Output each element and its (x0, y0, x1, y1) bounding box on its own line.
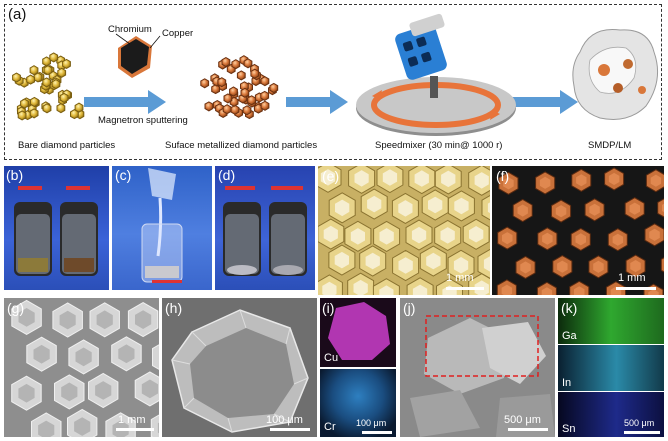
panel-f-label: (f) (496, 168, 510, 184)
panel-g-sem: 1 mm (4, 298, 159, 437)
panel-a-schematic (12, 13, 659, 136)
smdp-caption: SMDP/LM (588, 140, 632, 151)
single-particle (171, 309, 309, 433)
cr-label: Cr (324, 421, 336, 433)
arrow-1 (84, 90, 166, 114)
scalebar (624, 431, 660, 434)
bare-particle-pile (12, 52, 85, 121)
selection-box (425, 315, 539, 377)
ga-label: Ga (562, 330, 577, 342)
panel-i-cu-map: Cu (320, 298, 396, 367)
panel-e-micrograph: 1 mm (318, 166, 490, 295)
in-label: In (562, 377, 572, 389)
scalebar (116, 428, 154, 431)
sem-particles (11, 299, 159, 437)
scalebar (616, 287, 656, 290)
panel-a-frame (4, 4, 662, 160)
scale-label: 100 μm (266, 414, 303, 426)
panel-k-label: (k) (561, 300, 578, 316)
copper-particles (496, 167, 664, 295)
scalebar (508, 428, 548, 431)
scalebar (270, 428, 310, 431)
panel-h-label: (h) (165, 300, 183, 316)
panel-a-label: (a) (8, 6, 27, 23)
speedmixer-caption: Speedmixer (30 min@ 1000 r) (375, 140, 503, 151)
bare-particles-caption: Bare diamond particles (18, 140, 116, 151)
scalebar (446, 287, 484, 290)
chromium-label: Chromium (108, 24, 152, 35)
smdp-lm-illustration (572, 28, 659, 120)
scale-label: 1 mm (618, 272, 646, 284)
metallized-particles-caption: Suface metallized diamond particles (165, 140, 318, 151)
panel-j-sem: 500 μm (400, 298, 555, 437)
sn-label: Sn (562, 423, 576, 435)
coated-particle-icon (115, 33, 161, 78)
panel-i-label: (i) (322, 300, 335, 316)
scale-label: 1 mm (446, 272, 474, 284)
sputtering-label: Magnetron sputtering (98, 115, 188, 126)
panel-g-label: (g) (7, 300, 25, 316)
panel-d-label: (d) (218, 167, 236, 183)
copper-label: Copper (162, 28, 194, 39)
panel-k-in-map: In (558, 345, 664, 391)
cu-label: Cu (324, 352, 339, 364)
panel-f-micrograph: 1 mm (492, 166, 664, 295)
scale-label: 1 mm (118, 414, 146, 426)
panel-i-cr-map: Cr 100 μm (320, 369, 396, 437)
panel-k-ga-map: Ga (558, 298, 664, 344)
panel-c-photo (112, 166, 212, 290)
panel-c-label: (c) (115, 167, 132, 183)
panel-d-photo (215, 166, 315, 290)
arrow-3 (510, 90, 578, 114)
panel-h-sem: 100 μm (162, 298, 317, 437)
panel-b-label: (b) (6, 167, 24, 183)
scale-label: 100 μm (356, 418, 387, 428)
speedmixer-illustration (356, 13, 516, 136)
scale-label: 500 μm (624, 418, 655, 428)
scalebar (362, 431, 392, 434)
process-arrows (84, 90, 578, 114)
metallized-particle-pile (200, 55, 279, 120)
panel-j-label: (j) (403, 300, 416, 316)
arrow-2 (286, 90, 348, 114)
gold-particles (318, 166, 490, 295)
panel-k-sn-map: Sn 500 μm (558, 392, 664, 437)
scale-label: 500 μm (504, 414, 541, 426)
panel-b-photo (4, 166, 109, 290)
panel-e-label: (e) (322, 168, 340, 184)
